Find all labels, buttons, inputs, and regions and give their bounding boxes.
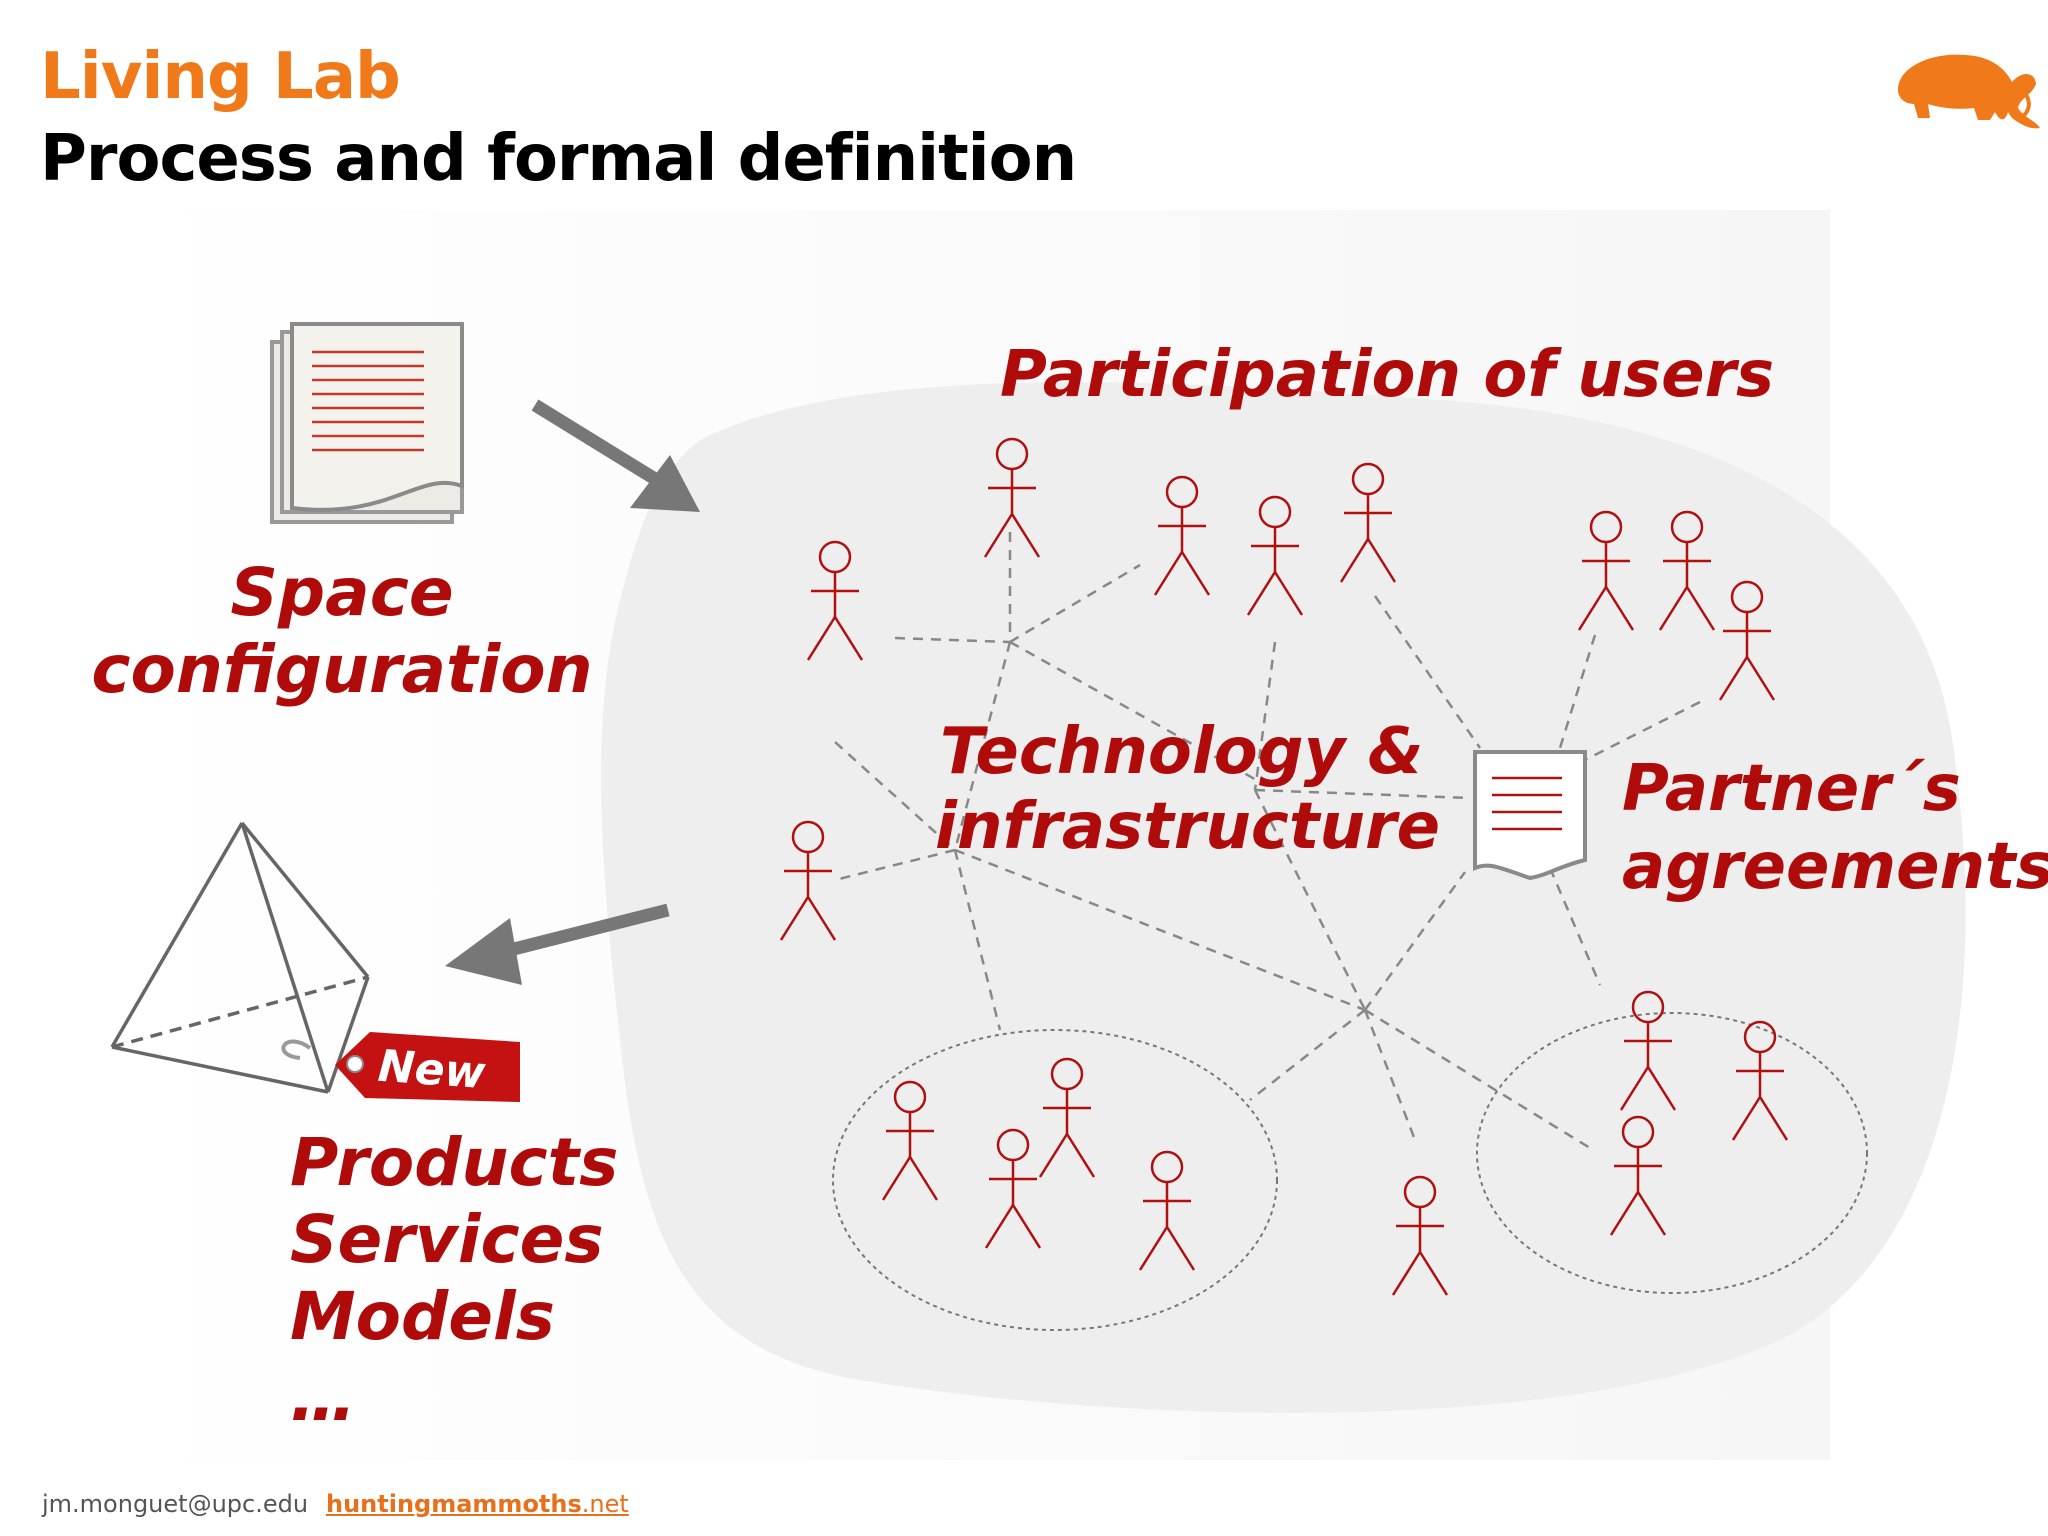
output-products: Products <box>290 1124 618 1201</box>
users-blob <box>601 382 1966 1413</box>
user-group-ellipse <box>1476 1012 1868 1294</box>
footer-email[interactable]: jm.monguet@upc.edu <box>42 1490 309 1518</box>
partners-label-line1: Partner´s <box>1622 752 1961 826</box>
output-services: Services <box>290 1201 604 1278</box>
new-tag-icon: New <box>281 1032 520 1102</box>
contract-document-icon <box>1473 750 1587 881</box>
output-arrow <box>445 903 670 985</box>
new-tag-label: New <box>376 1041 487 1099</box>
network-connections <box>834 532 1701 1150</box>
footer-link-main[interactable]: huntingmammoths <box>326 1490 582 1518</box>
slide-subtitle: Process and formal definition <box>40 122 1077 196</box>
participation-label: Participation of users <box>1000 338 1774 412</box>
pyramid-icon <box>110 821 370 1094</box>
footer-website-link[interactable]: huntingmammoths.net <box>326 1490 629 1518</box>
space-label-line2: configuration <box>91 631 592 708</box>
technology-label-line1: Technology & <box>940 715 1423 789</box>
output-models: Models <box>290 1278 555 1355</box>
document-stack-icon <box>270 322 464 524</box>
user-group-ellipse <box>832 1029 1278 1331</box>
slide-title: Living Lab <box>40 40 401 114</box>
output-ellipsis: … <box>290 1359 356 1436</box>
footer-link-tld[interactable]: .net <box>581 1490 629 1518</box>
partners-label-line2: agreements <box>1622 830 2048 904</box>
input-arrow <box>531 399 700 512</box>
space-label-line1: Space <box>230 554 453 631</box>
technology-label-line2: infrastructure <box>935 790 1440 864</box>
mammoth-logo-icon <box>1898 54 2040 129</box>
